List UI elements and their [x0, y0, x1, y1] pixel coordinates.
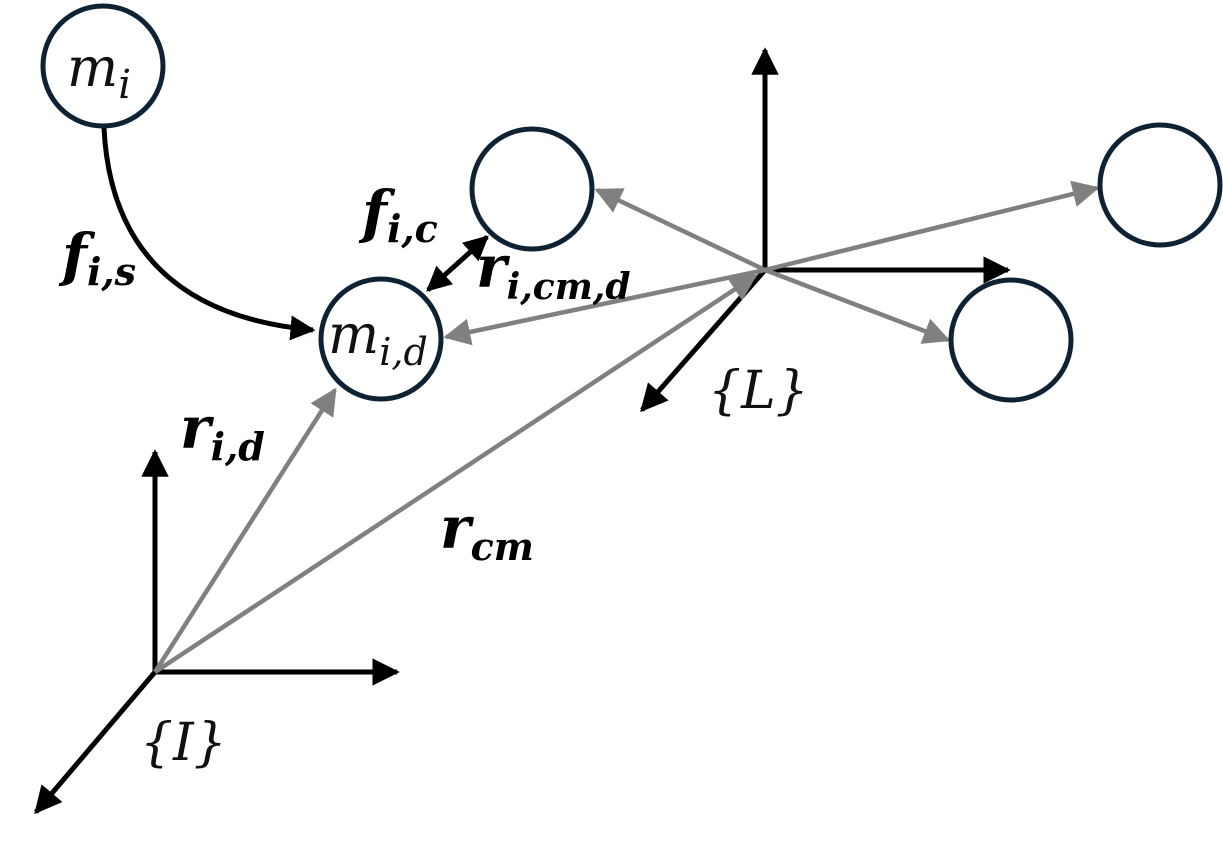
label-r-id-base: r: [180, 394, 215, 462]
label-m-i-sub: i: [118, 62, 131, 108]
label-r-cm-sub: cm: [471, 524, 534, 569]
label-r-icmd-base: r: [476, 233, 511, 301]
position-vectors: [153, 180, 1100, 674]
node-m-i: [40, 3, 166, 129]
label-m-i: mi: [67, 36, 131, 108]
label-r-icmd: ri,cm,d: [476, 233, 631, 308]
label-m-id-base: m: [328, 303, 379, 366]
force-arrows: [101, 127, 489, 341]
label-frame-I: {I}: [140, 713, 227, 773]
label-f-is: fi,s: [58, 221, 136, 294]
label-f-is-sub: i,s: [87, 249, 136, 294]
agent-nodes: [40, 3, 1223, 403]
node-m-id: [318, 276, 444, 402]
label-r-id-sub: i,d: [211, 424, 265, 469]
label-f-ic-sub: i,c: [387, 206, 438, 251]
node-right: [1097, 122, 1223, 248]
node-upper: [469, 126, 595, 252]
label-m-id-sub: i,d: [379, 330, 428, 374]
r-icmd-vector: [443, 267, 766, 346]
label-r-cm: rcm: [440, 494, 534, 569]
r-cm-vector: [153, 274, 758, 674]
node-lower-right: [948, 277, 1074, 403]
label-frame-L: {L}: [708, 361, 809, 421]
label-r-id: ri,d: [180, 394, 265, 469]
vector-to-lower-right-node: [764, 267, 951, 344]
r-id-vector: [153, 387, 337, 674]
vector-to-right-node: [764, 180, 1100, 273]
f-ic-arrow: [426, 235, 489, 292]
label-r-icmd-sub: i,cm,d: [507, 266, 631, 308]
inertial-frame-axes: [34, 449, 400, 815]
label-f-ic: fi,c: [358, 178, 438, 251]
f-is-arrow: [101, 127, 316, 341]
label-m-i-base: m: [67, 36, 118, 99]
vector-to-upper-node: [594, 187, 766, 273]
label-m-id: mi,d: [328, 303, 428, 374]
inertial-y-axis: [34, 670, 157, 815]
label-r-cm-base: r: [440, 494, 475, 562]
